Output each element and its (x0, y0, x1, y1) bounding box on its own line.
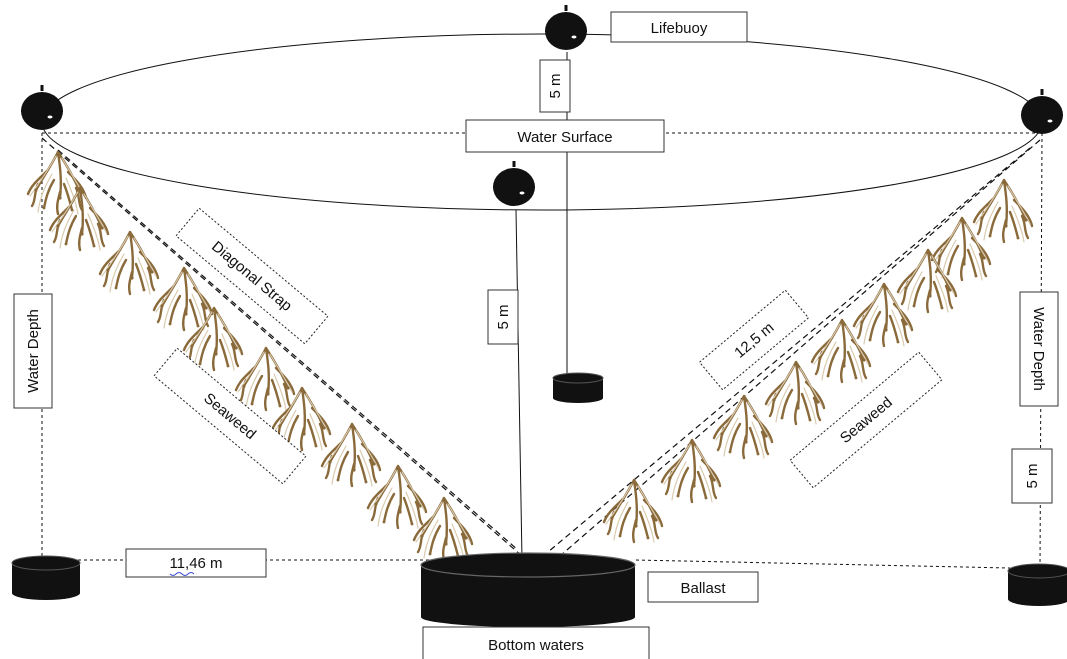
right-small-depth-label: 5 m (1011, 448, 1053, 504)
diagonal-strap-text: Diagonal Strap (208, 238, 295, 315)
lifebuoy-icon (491, 159, 537, 208)
seaweed-icon (152, 266, 214, 332)
water-depth-right-label: Water Depth (1019, 291, 1059, 407)
ballast-label: Ballast (647, 571, 759, 603)
right-diagonal-strap-inner (547, 147, 1031, 553)
spellcheck-underline (169, 572, 195, 576)
seaweed-icon (660, 438, 722, 504)
center-rope (515, 209, 523, 561)
lifebuoy-icon (1019, 87, 1065, 136)
water-depth-left-text: Water Depth (25, 309, 42, 393)
ballast-weight-icon (420, 552, 636, 627)
lifebuoy-label: Lifebuoy (610, 11, 748, 43)
seaweed-icon (602, 478, 664, 544)
seaweed-icon (234, 346, 296, 412)
top-depth-label: 5 m (539, 59, 571, 113)
left-weight-icon (11, 555, 81, 600)
water-depth-right-text: Water Depth (1030, 307, 1047, 391)
left-diagonal-strap (41, 137, 523, 557)
top-depth-text: 5 m (547, 73, 564, 98)
water-surface-text: Water Surface (517, 129, 612, 146)
lifebuoy-icon (543, 3, 589, 52)
water-depth-left-label: Water Depth (13, 293, 53, 409)
water-surface-label: Water Surface (465, 119, 665, 153)
center-depth-label: 5 m (487, 289, 519, 345)
seaweed-icon (764, 360, 826, 426)
lifebuoy-text: Lifebuoy (651, 20, 708, 37)
seaweed-icon (26, 150, 88, 216)
bottom-right-line (635, 559, 1011, 569)
top-weight-icon (552, 372, 604, 403)
seaweed-icon (182, 306, 244, 372)
seaweed-left-group (26, 150, 474, 562)
lifebuoy-icon (19, 83, 65, 132)
diagonal-strap-label: Diagonal Strap (175, 207, 329, 345)
seaweed-right-group (602, 178, 1034, 544)
seaweed-icon (98, 230, 160, 296)
bottom-waters-label: Bottom waters (422, 626, 650, 659)
seaweed-right-label: Seaweed (789, 351, 943, 489)
ballast-text: Ballast (680, 580, 726, 597)
diagonal-length-label: 12,5 m (698, 289, 810, 391)
left-diagonal-strap-inner (57, 149, 519, 551)
right-weight-icon (1007, 563, 1067, 606)
right-small-depth-text: 5 m (1024, 463, 1041, 488)
center-depth-text: 5 m (495, 304, 512, 329)
seaweed-icon (366, 464, 428, 530)
bottom-waters-text: Bottom waters (488, 637, 584, 654)
horizontal-distance-text: 11,46 m (169, 555, 222, 572)
horizontal-distance-label: 11,46 m (125, 548, 267, 578)
right-diagonal-strap (559, 139, 1041, 557)
